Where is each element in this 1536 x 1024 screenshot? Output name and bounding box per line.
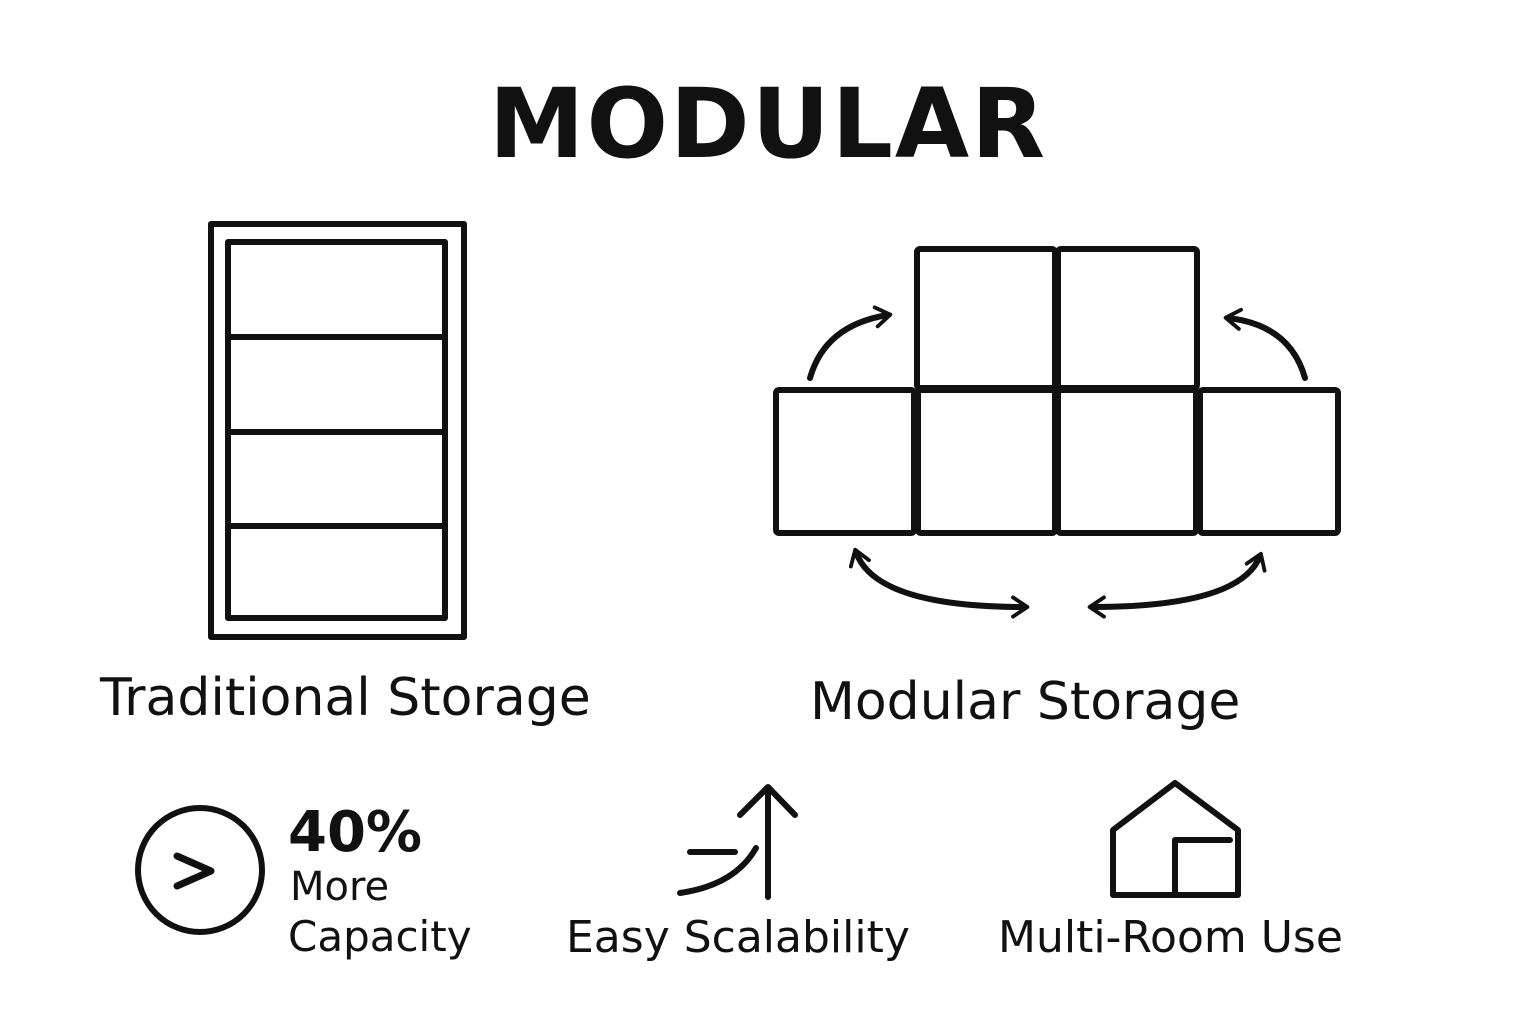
modular-storage-label: Modular Storage: [810, 672, 1241, 732]
house-icon: [1110, 780, 1241, 898]
scalability-label: Easy Scalability: [566, 912, 910, 963]
multi-room-label: Multi-Room Use: [998, 912, 1343, 963]
traditional-storage-label: Traditional Storage: [100, 668, 591, 728]
chevron-circle-icon: [135, 805, 265, 935]
traditional-shelf-icon: [208, 221, 467, 640]
growth-arrow-icon: [677, 784, 798, 900]
rearrange-arrows-icon: [807, 305, 1308, 619]
capacity-line1: More: [290, 864, 390, 910]
capacity-percent: 40%: [288, 800, 423, 865]
page-title: MODULAR: [488, 68, 1048, 180]
capacity-line2: Capacity: [288, 912, 472, 961]
modular-cubes-icon: [773, 246, 1341, 536]
